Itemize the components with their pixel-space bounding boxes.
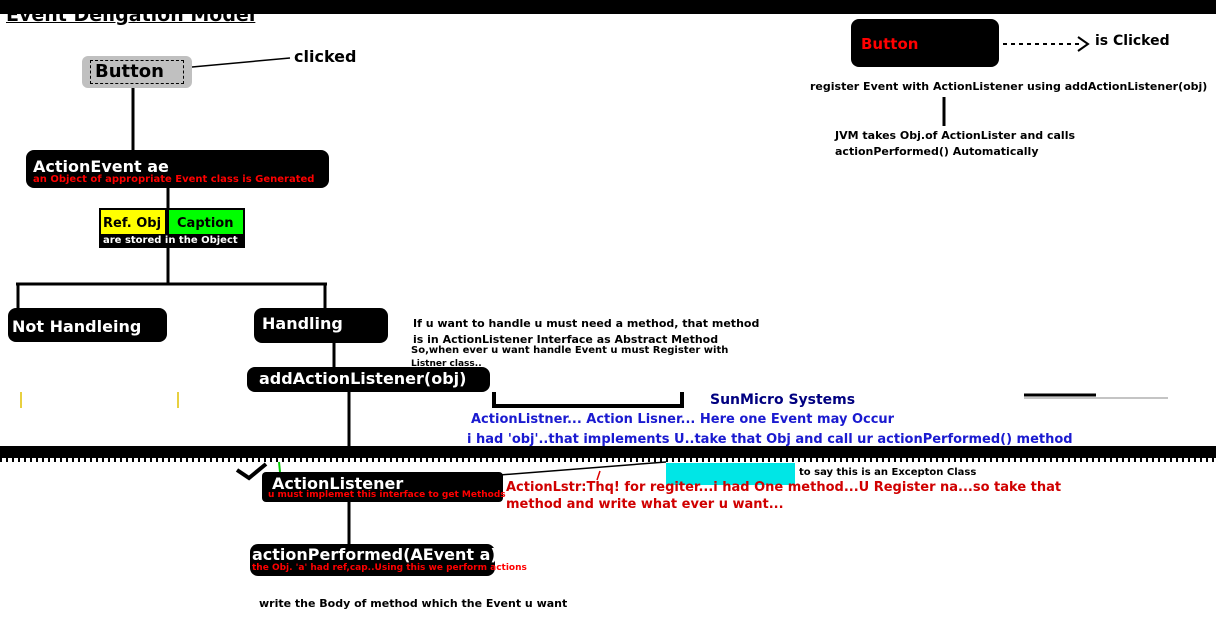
top-band bbox=[0, 0, 1216, 14]
mid-separator-speckle bbox=[0, 458, 1216, 462]
add-listener-label: addActionListener(obj) bbox=[259, 369, 467, 388]
caption-cell: Caption bbox=[167, 208, 245, 236]
handle-note-3: So,when ever u want handle Event u must … bbox=[411, 345, 729, 356]
not-handling-node: Not Handleing bbox=[8, 308, 167, 342]
reply-line-2: method and write what ever u want... bbox=[506, 497, 784, 512]
clicked-label: clicked bbox=[294, 47, 357, 66]
register-text: register Event with ActionListener using… bbox=[810, 80, 1208, 93]
exception-note: to say this is an Excepton Class bbox=[799, 467, 977, 478]
green-mark bbox=[278, 461, 281, 473]
action-event-sub: an Object of appropriate Event class is … bbox=[33, 174, 315, 185]
obj-text: i had 'obj'..that implements U..take tha… bbox=[467, 432, 1073, 446]
button-node-inner bbox=[90, 60, 184, 84]
exception-cyan-box bbox=[666, 463, 795, 485]
jvm-line-2: actionPerformed() Automatically bbox=[835, 145, 1039, 158]
reply-line-1: ActionLstr:Thq! for regiter...i had One … bbox=[506, 480, 1062, 495]
button-node[interactable]: Button bbox=[82, 56, 192, 88]
sun-micro-label: SunMicro Systems bbox=[710, 392, 856, 408]
ref-obj-label: Ref. Obj bbox=[103, 216, 162, 231]
add-listener-node: addActionListener(obj) bbox=[247, 367, 490, 392]
handle-note-1: If u want to handle u must need a method… bbox=[413, 317, 760, 330]
handling-node: Handling bbox=[254, 308, 388, 343]
handle-note-2: is in ActionListener Interface as Abstra… bbox=[413, 333, 719, 346]
is-clicked-label: is Clicked bbox=[1095, 33, 1170, 49]
action-listener-sub: u must implemet this interface to get Me… bbox=[268, 490, 506, 500]
handling-label: Handling bbox=[262, 314, 343, 333]
diagram-title: Event Deligation Model bbox=[6, 4, 256, 26]
caption-label: Caption bbox=[177, 216, 234, 231]
action-performed-sub: the Obj. 'a' had ref,cap..Using this we … bbox=[252, 563, 527, 573]
stored-text: are stored in the Object bbox=[103, 235, 238, 246]
button-node-label: Button bbox=[95, 61, 164, 82]
not-handling-label: Not Handleing bbox=[12, 317, 142, 336]
action-event-node: ActionEvent ae an Object of appropriate … bbox=[26, 150, 329, 188]
action-performed-title: actionPerformed(AEvent a) bbox=[252, 545, 498, 564]
mid-separator bbox=[0, 446, 1216, 458]
clicked-pointer-line bbox=[191, 57, 291, 68]
listener-check-icon bbox=[235, 462, 268, 481]
reply-tick-line bbox=[596, 470, 601, 481]
right-button-label: Button bbox=[861, 35, 919, 53]
ref-obj-cell: Ref. Obj bbox=[99, 208, 167, 236]
action-performed-node: actionPerformed(AEvent a) the Obj. 'a' h… bbox=[250, 544, 527, 576]
listener-call-text: ActionListner... Action Lisner... Here o… bbox=[471, 412, 895, 427]
right-arrow-head-icon bbox=[1077, 36, 1090, 52]
action-listener-node: ActionListener u must implemet this inte… bbox=[262, 472, 506, 502]
right-button-node[interactable]: Button bbox=[851, 19, 999, 67]
bracket-shape bbox=[492, 392, 684, 408]
body-note: write the Body of method which the Event… bbox=[259, 597, 568, 610]
jvm-line-1: JVM takes Obj.of ActionLister and calls bbox=[835, 129, 1076, 142]
action-listener-title: ActionListener bbox=[272, 474, 404, 493]
action-event-title: ActionEvent ae bbox=[33, 157, 169, 176]
handle-note-4: Listner class.. bbox=[411, 359, 482, 366]
stored-strip: are stored in the Object bbox=[99, 235, 245, 248]
